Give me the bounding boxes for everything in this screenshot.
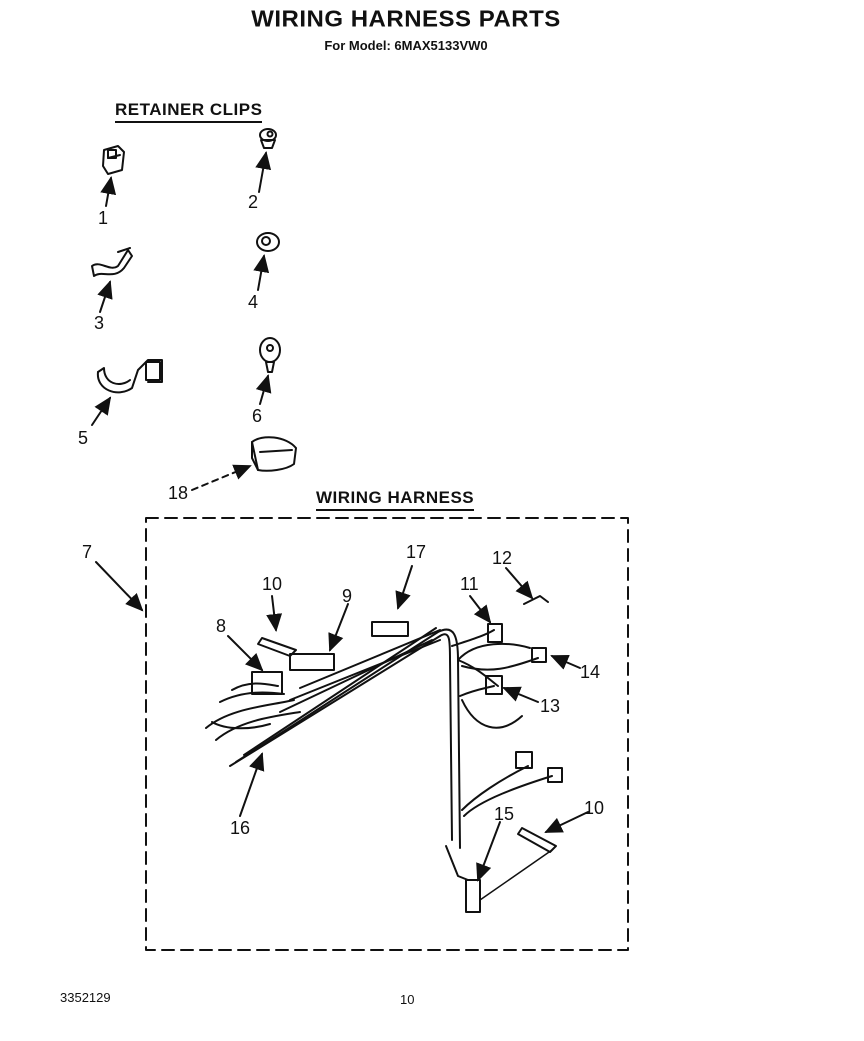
arrow-11 — [469, 595, 492, 624]
terminal-10b — [517, 827, 557, 853]
arrow-10b — [544, 811, 589, 833]
connector-15a — [515, 751, 533, 769]
arrow-1 — [100, 176, 117, 207]
arrow-13 — [502, 686, 539, 703]
arrow-15 — [476, 821, 501, 882]
arrow-16 — [239, 752, 265, 817]
connector-13 — [485, 675, 503, 695]
terminal-12 — [523, 595, 549, 605]
arrow-17 — [395, 565, 413, 610]
callout-10-bottom: 10 — [584, 798, 605, 818]
part-5-clip — [96, 359, 163, 394]
connector-14 — [531, 647, 547, 663]
connector-8 — [251, 671, 283, 695]
arrow-18 — [191, 464, 252, 491]
callout-1: 1 — [98, 208, 109, 228]
model-subtitle: For Model: 6MAX5133VW0 — [324, 38, 488, 53]
callout-13: 13 — [540, 696, 561, 716]
callout-5: 5 — [78, 428, 89, 448]
arrow-14 — [550, 654, 581, 670]
part-6-clip — [259, 337, 281, 373]
connector-15c — [465, 879, 481, 913]
callout-11: 11 — [460, 574, 479, 594]
arrow-10a — [266, 595, 283, 632]
harness-wires — [205, 627, 553, 881]
page-title: WIRING HARNESS PARTS — [251, 6, 561, 33]
callout-10-top: 10 — [262, 574, 283, 594]
part-18-sleeve — [251, 436, 297, 472]
terminal-10a — [257, 637, 297, 657]
callout-9: 9 — [342, 586, 353, 606]
connector-17 — [371, 621, 409, 637]
callout-6: 6 — [252, 406, 263, 426]
arrow-7 — [95, 561, 144, 612]
part-4-clip — [256, 232, 280, 252]
arrow-8 — [227, 635, 264, 672]
leader-15 — [479, 849, 553, 901]
part-2-clip — [259, 128, 277, 149]
arrow-2 — [255, 151, 272, 193]
callout-8: 8 — [216, 616, 227, 636]
arrow-6 — [255, 374, 272, 405]
callout-18: 18 — [168, 483, 189, 503]
harness-box — [145, 517, 629, 951]
arrow-9 — [328, 603, 349, 652]
arrow-12 — [505, 567, 534, 600]
callout-16: 16 — [230, 818, 251, 838]
connector-11 — [487, 623, 503, 643]
arrow-3 — [97, 280, 113, 313]
callout-14: 14 — [580, 662, 601, 682]
part-3-clip — [91, 247, 133, 277]
callout-17: 17 — [406, 542, 427, 562]
connector-9 — [289, 653, 335, 671]
callout-4: 4 — [248, 292, 259, 312]
arrow-4 — [253, 254, 270, 291]
callout-3: 3 — [94, 313, 105, 333]
callout-7: 7 — [82, 542, 93, 562]
document-number: 3352129 — [60, 990, 111, 1005]
page-number: 10 — [400, 992, 415, 1007]
callout-12: 12 — [492, 548, 513, 568]
callout-2: 2 — [248, 192, 259, 212]
part-1-clip — [102, 145, 125, 175]
arrow-5 — [91, 396, 112, 426]
wiring-harness-heading: WIRING HARNESS — [316, 488, 475, 511]
connector-15b — [547, 767, 563, 783]
callout-15: 15 — [494, 804, 515, 824]
retainer-clips-heading: RETAINER CLIPS — [115, 100, 263, 123]
